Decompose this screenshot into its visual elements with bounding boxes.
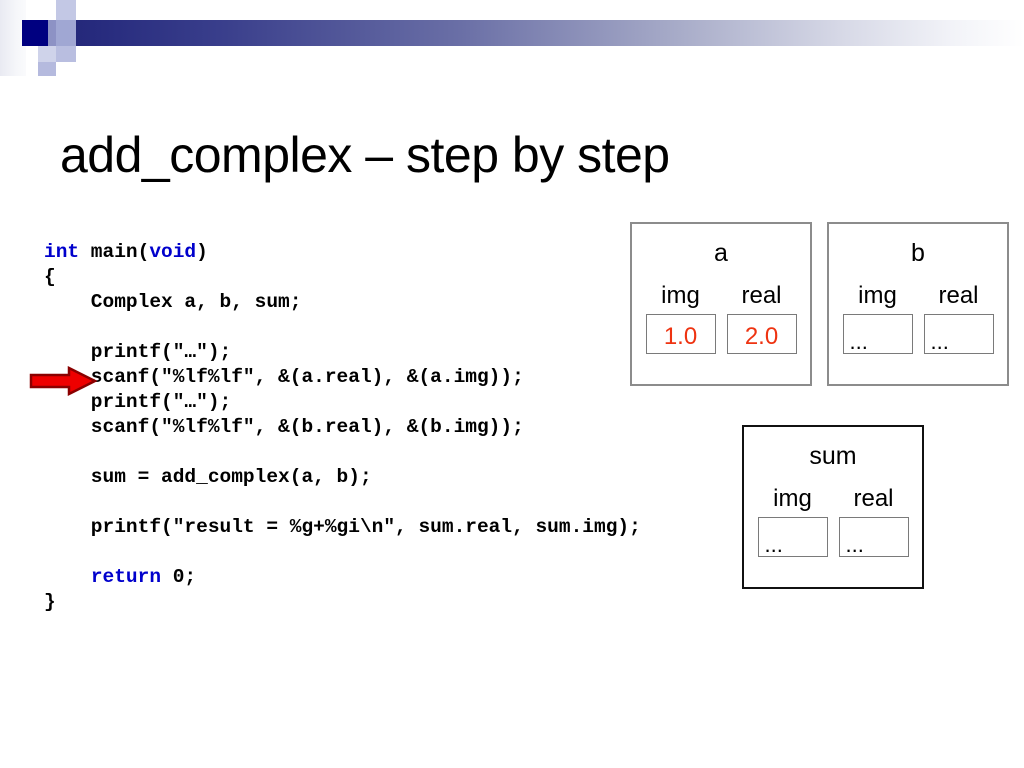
code-line: int main(void) [44, 240, 641, 265]
code-line: sum = add_complex(a, b); [44, 465, 641, 490]
code-line: printf("…"); [44, 390, 641, 415]
header-decoration [0, 0, 1024, 76]
code-keyword: void [149, 241, 197, 263]
code-line: scanf("%lf%lf", &(a.real), &(a.img)); [44, 365, 641, 390]
decor-square-4 [38, 46, 56, 62]
decor-square-gap-3 [56, 62, 78, 76]
variable-field-real: real 2.0 [726, 282, 797, 354]
field-value-cell: ... [842, 314, 913, 354]
code-text: scanf("%lf%lf", &(b.real), &(b.img)); [44, 416, 524, 438]
field-label: img [773, 485, 812, 512]
field-value: ... [930, 329, 949, 354]
code-line [44, 490, 641, 515]
field-value: ... [764, 532, 783, 557]
code-line: return 0; [44, 565, 641, 590]
variable-name-label: b [911, 239, 925, 267]
decor-square-6 [38, 62, 56, 76]
decor-square-gap-1 [26, 0, 38, 20]
variable-field-real: real... [838, 485, 909, 557]
code-text: 0; [161, 566, 197, 588]
code-line [44, 540, 641, 565]
field-value: 1.0 [663, 323, 698, 350]
code-line: { [44, 265, 641, 290]
code-text: ) [196, 241, 208, 263]
code-line: } [44, 590, 641, 615]
code-text: sum = add_complex(a, b); [44, 466, 372, 488]
field-value-cell: 1.0 [645, 314, 716, 354]
variable-field-row: img...real... [744, 485, 922, 557]
header-gradient-bar [0, 20, 1024, 46]
code-keyword: return [90, 566, 162, 588]
variable-name-label: sum [809, 442, 857, 470]
variable-field-row: img...real... [829, 282, 1007, 354]
code-line [44, 315, 641, 340]
page-title: add_complex – step by step [60, 126, 670, 183]
step-pointer-arrow [29, 365, 98, 397]
code-text: printf("…"); [44, 391, 232, 413]
code-text: printf("…"); [44, 341, 232, 363]
decor-square-3 [56, 20, 76, 46]
code-line: scanf("%lf%lf", &(b.real), &(b.img)); [44, 415, 641, 440]
decor-square-navy [22, 20, 48, 46]
variable-field-img: img... [842, 282, 913, 354]
code-text [44, 566, 91, 588]
code-line: Complex a, b, sum; [44, 290, 641, 315]
field-value: 2.0 [744, 323, 779, 350]
code-keyword: int [44, 241, 80, 263]
variable-field-real: real... [923, 282, 994, 354]
decor-square-1 [56, 0, 76, 20]
variable-field-img: img 1.0 [645, 282, 716, 354]
code-line [44, 440, 641, 465]
code-text: scanf("%lf%lf", &(a.real), &(a.img)); [44, 366, 524, 388]
code-line: printf("…"); [44, 340, 641, 365]
field-value-cell: ... [923, 314, 994, 354]
variable-name-label: a [714, 239, 728, 267]
field-label: real [741, 282, 782, 309]
field-label: real [938, 282, 979, 309]
variable-field-img: img... [757, 485, 828, 557]
code-text: main( [79, 241, 150, 263]
code-text: } [44, 591, 56, 613]
field-label: img [858, 282, 897, 309]
decor-square-5 [56, 46, 76, 62]
field-label: img [661, 282, 700, 309]
field-label: real [853, 485, 894, 512]
variable-field-row: img 1.0 real 2.0 [632, 282, 810, 354]
decor-square-gap-2 [26, 46, 38, 76]
code-text: printf("result = %g+%gi\n", sum.real, su… [44, 516, 641, 538]
field-value-cell: ... [838, 517, 909, 557]
field-value: ... [849, 329, 868, 354]
code-line: printf("result = %g+%gi\n", sum.real, su… [44, 515, 641, 540]
field-value: ... [845, 532, 864, 557]
code-text: Complex a, b, sum; [44, 291, 302, 313]
code-text: { [44, 266, 56, 288]
field-value-cell: 2.0 [726, 314, 797, 354]
code-block: int main(void){ Complex a, b, sum; print… [44, 240, 641, 615]
field-value-cell: ... [757, 517, 828, 557]
